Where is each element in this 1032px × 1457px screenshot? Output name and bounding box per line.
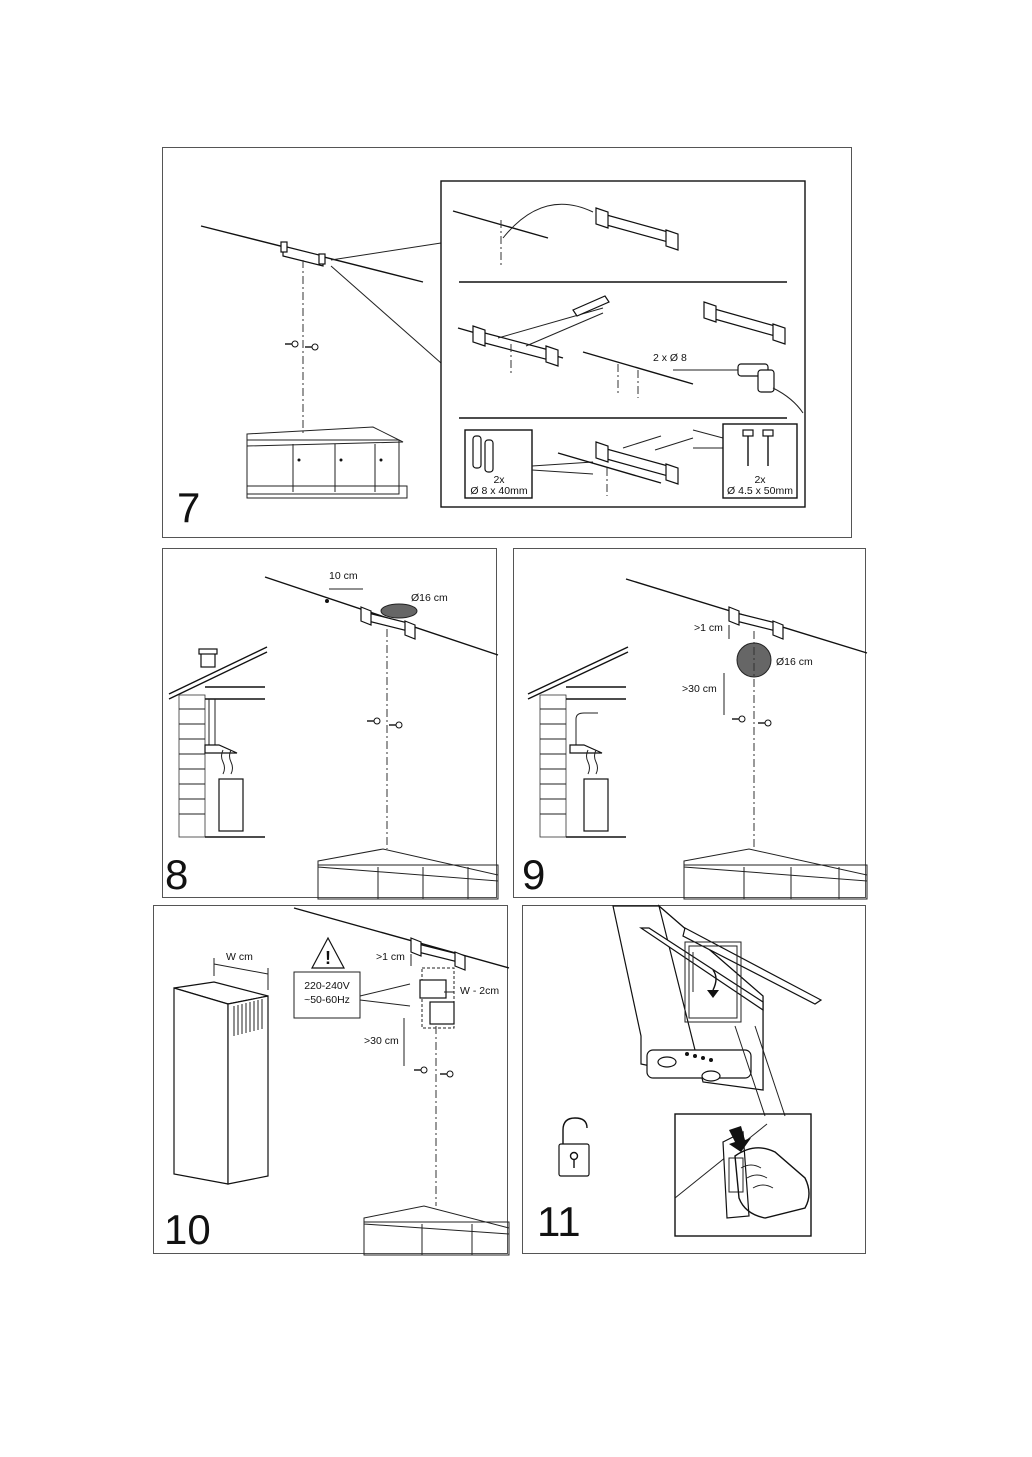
step-11-panel: 11 xyxy=(522,904,866,1254)
hole-label: Ø16 cm xyxy=(776,656,813,668)
step-7-inset: 2 x Ø 8 2x Ø 8 x 40mm xyxy=(440,180,806,508)
drill-label: 2 x Ø 8 xyxy=(653,352,687,364)
wall-cabinet xyxy=(317,848,499,900)
wall-cabinet xyxy=(683,848,868,900)
screw-count: 2x xyxy=(754,474,766,486)
step-number: 11 xyxy=(537,1198,581,1245)
step-11-illustration: 11 xyxy=(537,904,823,1245)
plug-count: 2x xyxy=(493,474,505,486)
chimney-cover: W cm xyxy=(173,951,269,1185)
wall-plug-box: 2x Ø 8 x 40mm xyxy=(464,429,533,499)
width-label: W cm xyxy=(226,951,253,963)
house-chimney-diagram xyxy=(527,646,629,838)
drill-icon xyxy=(673,363,804,414)
latch-detail xyxy=(674,1113,812,1237)
step-10-panel: W cm ! 220-240V ~50-60Hz >1 cm W - 2cm >… xyxy=(153,905,510,1256)
voltage-label: 220-240V xyxy=(304,980,350,992)
step-8-illustration: 10 cm Ø16 cm xyxy=(165,570,499,900)
cooker-hood xyxy=(612,904,823,1117)
step-9-illustration: >1 cm Ø16 cm >30 cm xyxy=(522,578,868,900)
socket-area xyxy=(419,967,455,1029)
step-7-panel: 7 2 x Ø 8 xyxy=(162,147,852,538)
press-arrow-icon xyxy=(729,1126,751,1152)
step-10-illustration: W cm ! 220-240V ~50-60Hz >1 cm W - 2cm >… xyxy=(164,907,510,1256)
hole-label: Ø16 cm xyxy=(411,592,448,604)
house-chimney-diagram xyxy=(168,646,268,838)
svg-text:!: ! xyxy=(325,948,331,968)
socket-offset-label: W - 2cm xyxy=(460,985,499,997)
gap-label: >1 cm xyxy=(694,622,723,634)
warning-icon xyxy=(311,936,345,969)
screw-box: 2x Ø 4.5 x 50mm xyxy=(722,423,798,499)
offset-label: 10 cm xyxy=(329,570,358,582)
height-label: >30 cm xyxy=(364,1035,399,1047)
unlock-icon xyxy=(558,1117,590,1177)
wall-bracket xyxy=(280,241,326,267)
wall-cabinet xyxy=(246,426,408,499)
step-8-panel: 10 cm Ø16 cm xyxy=(162,548,499,900)
step-number: 9 xyxy=(522,851,545,898)
wall-screws xyxy=(285,340,319,351)
step-number: 7 xyxy=(177,484,200,531)
plug-size: Ø 8 x 40mm xyxy=(470,485,527,497)
screw-size: Ø 4.5 x 50mm xyxy=(727,485,793,497)
frequency-label: ~50-60Hz xyxy=(304,994,350,1006)
wall-cabinet xyxy=(363,1205,510,1256)
gap-label: >1 cm xyxy=(376,951,405,963)
height-label: >30 cm xyxy=(682,683,717,695)
step-7-illustration: 7 2 x Ø 8 xyxy=(177,180,806,531)
duct-hole xyxy=(380,603,418,619)
step-number: 8 xyxy=(165,851,188,898)
step-number: 10 xyxy=(164,1206,211,1253)
step-9-panel: >1 cm Ø16 cm >30 cm xyxy=(513,548,868,900)
warning-box: ! 220-240V ~50-60Hz xyxy=(293,936,411,1019)
